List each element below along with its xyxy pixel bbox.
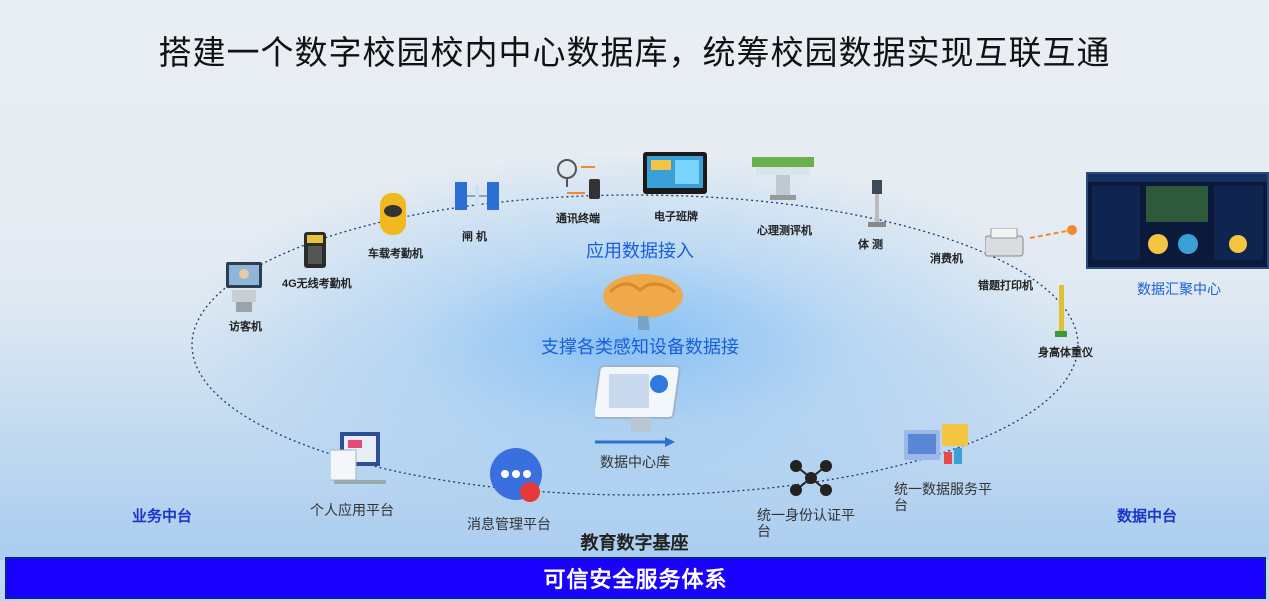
physical-test-icon	[866, 180, 888, 233]
personal-app-icon	[329, 432, 390, 493]
psych-assessment-icon	[752, 157, 814, 206]
4g-attendance-icon	[303, 232, 327, 273]
platform-label-personal: 个人应用平台	[310, 502, 394, 518]
communication-terminal-icon	[555, 155, 605, 206]
database-monitor-icon	[592, 360, 685, 455]
support-label: 支撑各类感知设备数据接	[541, 337, 739, 357]
message-icon	[488, 448, 546, 509]
payment-machine-icon	[984, 227, 1025, 263]
device-label-zhaji: 闸 机	[462, 231, 488, 243]
data-service-icon	[904, 424, 970, 477]
device-label-cheza: 车载考勤机	[368, 248, 423, 260]
identity-network-icon	[788, 458, 834, 503]
gate-icon	[455, 180, 499, 217]
brain-icon	[600, 272, 686, 337]
device-label-xinli: 心理测评机	[757, 225, 812, 237]
page-title: 搭建一个数字校园校内中心数据库，统筹校园数据实现互联互通	[158, 34, 1111, 71]
electronic-board-icon	[643, 152, 707, 199]
education-base-label: 教育数字基座	[580, 533, 689, 553]
device-label-dianzi: 电子班牌	[654, 211, 698, 223]
device-label-xiaofei: 消费机	[930, 253, 963, 265]
db-label: 数据中心库	[600, 454, 670, 470]
data-aggregation-screen	[1086, 172, 1269, 269]
height-weight-icon	[1055, 285, 1067, 344]
business-middle-platform: 业务中台	[132, 508, 193, 525]
security-service-bar: 可信安全服务体系	[5, 557, 1266, 599]
device-label-tongxun: 通讯终端	[556, 213, 600, 225]
data-middle-platform: 数据中台	[1117, 508, 1178, 525]
device-label-tice: 体 测	[858, 239, 884, 251]
vehicle-attendance-icon	[378, 193, 408, 240]
aggregation-label: 数据汇聚中心	[1137, 281, 1221, 297]
app-access-label: 应用数据接入	[586, 241, 694, 261]
device-label-cuoti: 错题打印机	[978, 280, 1033, 292]
device-label-wuxian: 4G无线考勤机	[282, 278, 352, 290]
platform-label-dataservice: 统一数据服务平台	[894, 481, 992, 513]
security-service-label: 可信安全服务体系	[543, 567, 728, 592]
platform-label-identity: 统一身份认证平台	[757, 507, 855, 539]
visitor-machine-icon	[222, 262, 266, 317]
platform-label-message: 消息管理平台	[467, 516, 551, 532]
device-label-fangke: 访客机	[229, 321, 262, 333]
device-label-shengao: 身高体重仪	[1038, 347, 1093, 359]
